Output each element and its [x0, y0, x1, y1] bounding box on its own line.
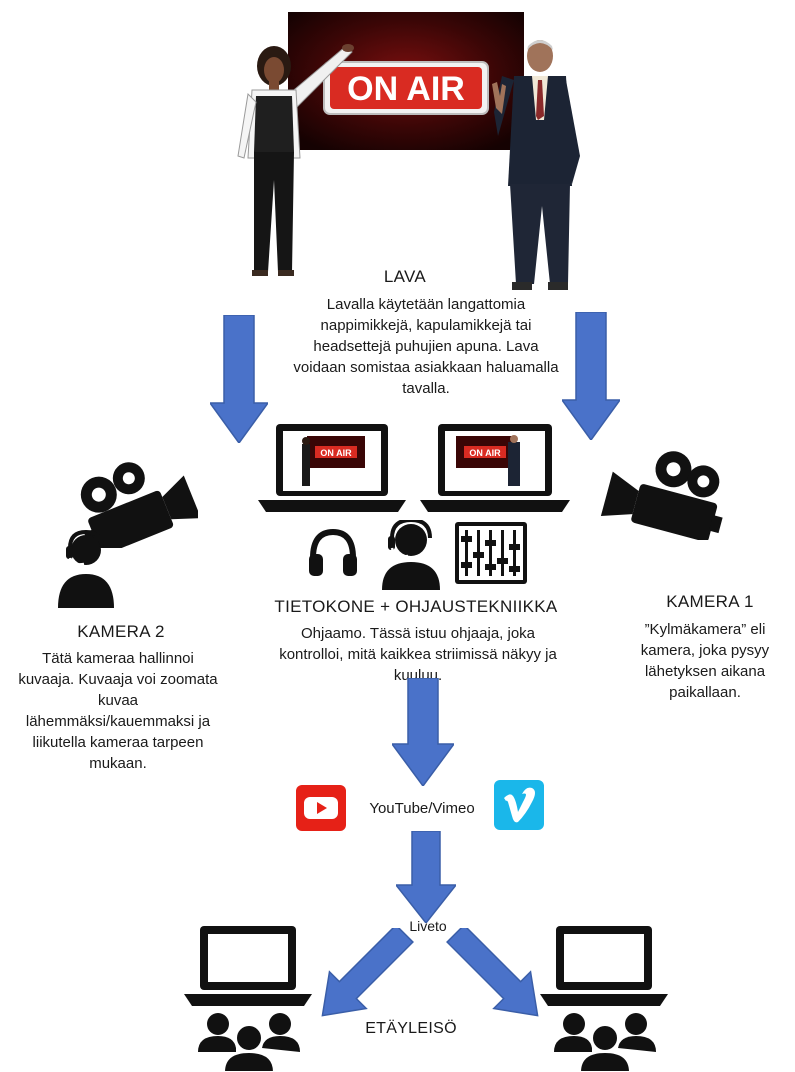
- camera1-title: KAMERA 1: [666, 592, 754, 611]
- control-title: TIETOKONE + OHJAUSTEKNIIKKA: [274, 597, 558, 616]
- camera1-description: ”Kylmäkamera” eli kamera, joka pysyy läh…: [640, 621, 770, 701]
- static-camera-icon: [600, 442, 730, 540]
- camera2-title: KAMERA 2: [77, 622, 165, 641]
- platform-label: YouTube/Vimeo: [369, 800, 475, 817]
- arrow-down-right: [562, 312, 620, 440]
- presenter-man: [488, 36, 588, 296]
- stage-description: Lavalla käytetään langattomia nappimikke…: [293, 296, 559, 397]
- audience-right-laptop-icon: [540, 926, 668, 1008]
- on-air-sign-text: ON AIR: [347, 70, 465, 108]
- laptop-left-icon: ON AIR: [258, 424, 406, 516]
- arrow-down-center: [392, 678, 454, 786]
- youtube-icon: [296, 785, 346, 831]
- laptop-left-sign-text: ON AIR: [320, 448, 352, 458]
- laptop-right-sign-text: ON AIR: [469, 448, 501, 458]
- headphones-icon: [307, 528, 359, 576]
- presenter-woman: [234, 40, 354, 280]
- camera2-description: Tätä kameraa hallinnoi kuvaaja. Kuvaaja …: [18, 650, 218, 772]
- on-air-banner: ON AIR: [288, 12, 524, 150]
- stage-title: LAVA: [383, 267, 427, 286]
- audience-left-people-icon: [196, 1010, 302, 1072]
- vimeo-icon: [494, 780, 544, 830]
- arrow-down-lower: [396, 831, 456, 923]
- camera-operator-person-icon: [58, 528, 118, 608]
- mixing-console-icon: [455, 522, 527, 584]
- control-description: Ohjaamo. Tässä istuu ohjaaja, joka kontr…: [279, 625, 557, 684]
- audience-left-laptop-icon: [184, 926, 312, 1008]
- arrow-diagonal-left: [310, 928, 414, 1024]
- laptop-right-icon: ON AIR: [420, 424, 570, 516]
- arrow-diagonal-right: [446, 928, 550, 1024]
- arrow-down-left: [210, 315, 268, 443]
- audience-right-people-icon: [552, 1010, 658, 1072]
- director-icon: [378, 520, 444, 590]
- audience-label: ETÄYLEISÖ: [365, 1020, 457, 1037]
- stream-label: Liveto: [409, 918, 447, 934]
